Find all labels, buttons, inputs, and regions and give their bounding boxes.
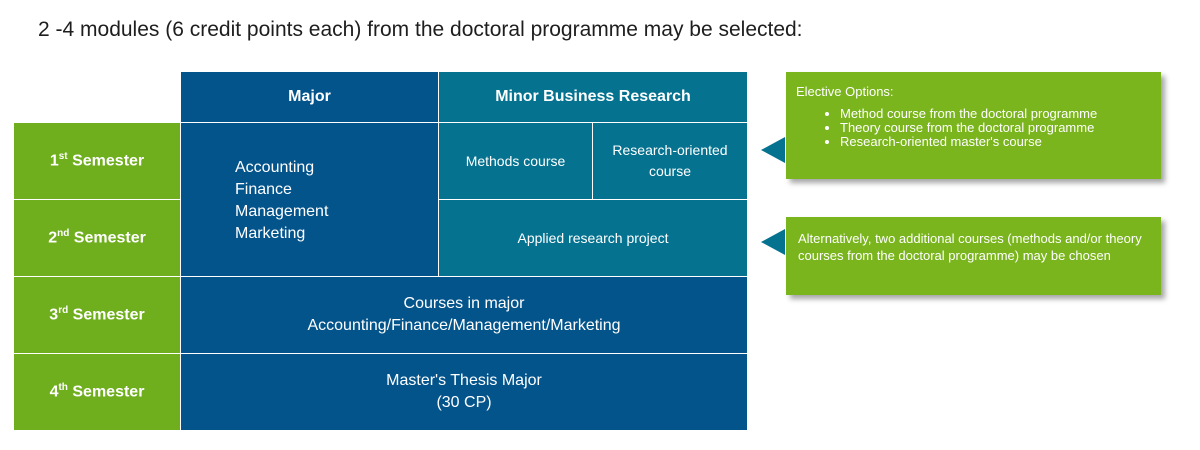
column-header-minor: Minor Business Research [439,72,747,122]
major-subject-management: Management [235,203,329,220]
semester-3-line1: Courses in major [403,295,525,312]
semester-2-label: 2nd Semester [14,200,180,276]
semester-1-label: 1st Semester [14,123,180,199]
elective-options-note: Elective Options: Method course from the… [786,72,1161,179]
major-subject-marketing: Marketing [235,225,306,242]
research-course-cell: Research-oriented course [593,123,747,199]
elective-option-item: Research-oriented master's course [840,135,1151,149]
methods-course-label: Methods course [465,153,566,169]
elective-options-list: Method course from the doctoral programm… [796,107,1151,149]
elective-option-item: Theory course from the doctoral programm… [840,121,1151,135]
major-subjects-block: Accounting Finance Management Marketing [181,123,438,276]
elective-option-item: Method course from the doctoral programm… [840,107,1151,121]
column-header-major-label: Major [288,88,331,105]
applied-research-cell: Applied research project [439,200,747,276]
elective-options-title: Elective Options: [796,84,894,99]
major-subject-accounting: Accounting [235,159,315,176]
column-header-major: Major [181,72,438,122]
semester-4-line1: Master's Thesis Major [386,372,542,389]
applied-research-label: Applied research project [517,230,669,246]
research-course-label: Research-oriented course [612,142,728,179]
page-heading: 2 -4 modules (6 credit points each) from… [38,18,803,41]
semester-3-label: 3rd Semester [14,277,180,353]
major-subject-finance: Finance [235,181,292,198]
alternative-note-text: Alternatively, two additional courses (m… [798,231,1142,263]
semester-4-line2: (30 CP) [436,394,492,411]
semester-4-label: 4th Semester [14,354,180,430]
arrow-left-icon [761,229,785,255]
alternative-note: Alternatively, two additional courses (m… [786,217,1161,295]
column-header-minor-label: Minor Business Research [495,88,691,105]
methods-course-cell: Methods course [439,123,592,199]
semester-3-content: Courses in major Accounting/Finance/Mana… [181,277,747,353]
semester-4-content: Master's Thesis Major (30 CP) [181,354,747,430]
semester-3-line2: Accounting/Finance/Management/Marketing [307,317,621,334]
arrow-left-icon [761,137,785,163]
